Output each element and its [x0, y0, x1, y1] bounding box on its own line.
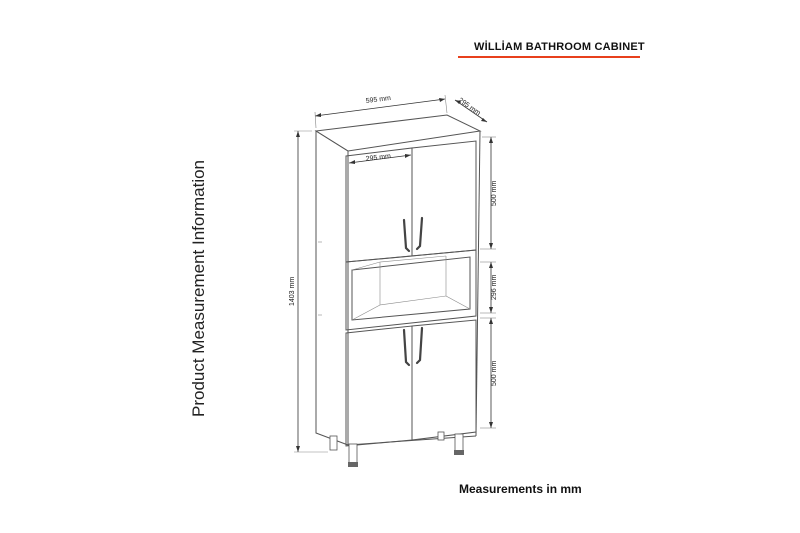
cabinet-legs	[329, 431, 464, 467]
door-handles	[402, 216, 424, 367]
height-dimension: 1403 mm	[289, 130, 328, 453]
middle-section-label: 296 mm	[491, 275, 498, 300]
height-label: 1403 mm	[289, 277, 296, 306]
measurements-note: Measurements in mm	[459, 482, 582, 496]
cabinet-body	[314, 114, 482, 446]
door-width-label: 295 mm	[365, 153, 391, 163]
side-label: Product Measurement Information	[189, 160, 208, 417]
width-label: 595 mm	[365, 95, 391, 105]
door-width-dimension: 295 mm	[348, 153, 412, 164]
section-dimensions: 500 mm 296 mm 500 mm	[480, 136, 498, 429]
product-title: WİLLİAM BATHROOM CABINET	[474, 40, 645, 53]
upper-section-label: 500 mm	[491, 181, 498, 206]
width-dimension: 595 mm	[314, 95, 448, 129]
lower-doors	[345, 319, 477, 447]
open-compartment	[345, 249, 477, 331]
depth-dimension: 295 mm	[454, 97, 488, 123]
depth-label: 295 mm	[457, 97, 482, 117]
lower-section-label: 500 mm	[491, 361, 498, 386]
